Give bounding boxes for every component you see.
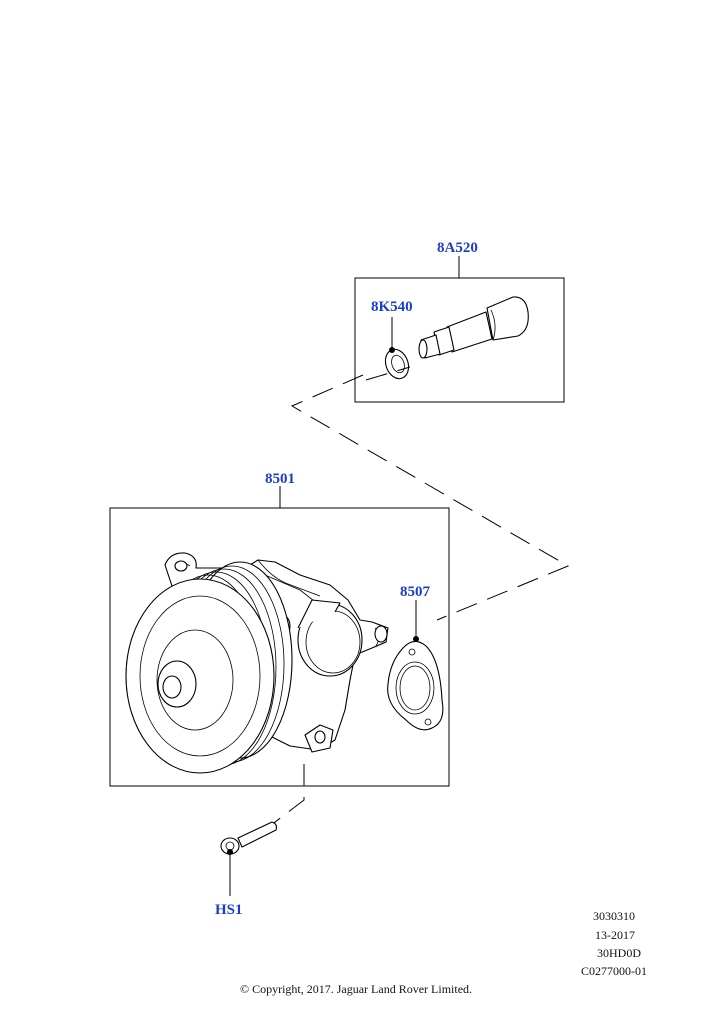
copyright-notice: © Copyright, 2017. Jaguar Land Rover Lim… <box>240 982 472 996</box>
reference-line-3: 30HD0D <box>597 946 641 960</box>
reference-line-1: 3030310 <box>593 909 635 923</box>
reference-line-4: C0277000-01 <box>581 964 647 978</box>
gasket-illustration <box>387 640 444 731</box>
seal-ring-illustration <box>384 348 410 380</box>
callout-HS1[interactable]: HS1 <box>215 902 243 918</box>
water-pump-illustration <box>125 552 389 774</box>
callout-8507[interactable]: 8507 <box>400 584 431 600</box>
callout-8K540[interactable]: 8K540 <box>371 299 413 315</box>
callout-8A520[interactable]: 8A520 <box>437 240 478 256</box>
callout-8501[interactable]: 8501 <box>265 471 295 487</box>
thermostat-pipe-illustration <box>418 296 529 359</box>
reference-line-2: 13-2017 <box>595 928 635 942</box>
